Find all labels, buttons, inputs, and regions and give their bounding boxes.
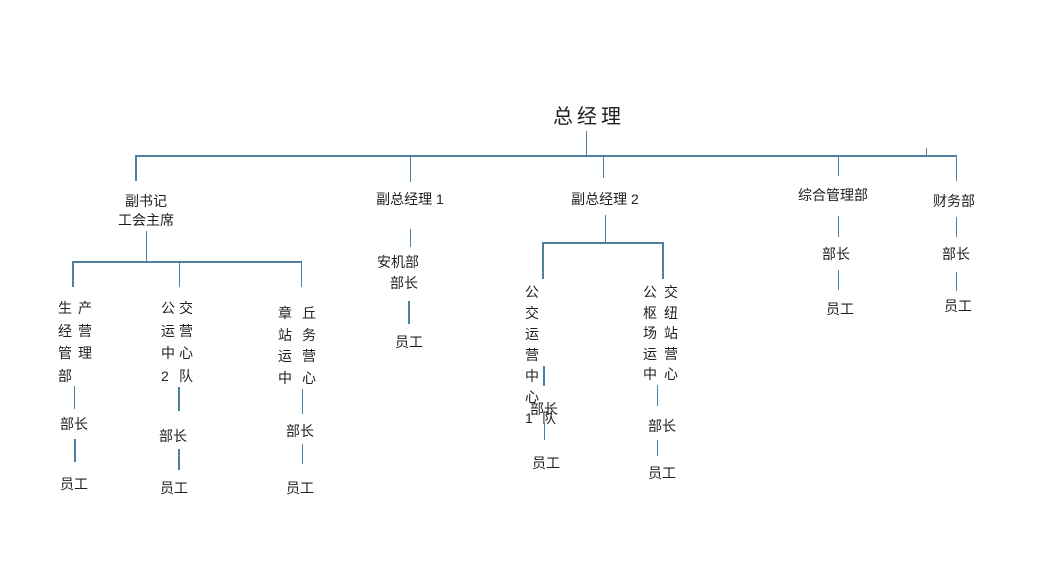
org-node-anji-head: 部长 (390, 275, 418, 291)
connector-bus2-staff (178, 449, 180, 470)
org-node-admin-staff: 员工 (826, 301, 854, 317)
connector-drop-vice-gm-2 (602, 155, 604, 178)
connector-production-staff (74, 439, 76, 462)
org-node-hub-staff: 员工 (648, 465, 676, 481)
org-node-deputy-secretary: 副书记 (125, 193, 167, 209)
connector-vice-gm2-down (604, 215, 606, 242)
dept-name-line: 场 站 (643, 325, 678, 341)
dept-name-line: 2 队 (161, 367, 193, 384)
connector-drop-bus-center-2 (178, 261, 180, 287)
connector-deputy-secretary-down (145, 231, 147, 261)
connector-hub-staff (656, 440, 658, 456)
org-node-bus1-head: 部长 (530, 401, 558, 417)
connector-deputy-secretary-horizontal (72, 261, 301, 263)
connector-drop-vice-gm-1 (409, 155, 411, 182)
connector-drop-zhangqiu (300, 261, 302, 287)
org-node-bus-center-1: 公 交 运 营 中 心 1 队 (525, 282, 556, 429)
connector-anji-staff (408, 301, 410, 324)
connector-seam-tick (926, 147, 927, 156)
connector-drop-hub-station (662, 242, 664, 279)
org-node-finance-head: 部长 (942, 246, 970, 262)
connector-finance-head (955, 217, 957, 237)
org-node-zhangqiu-staff: 员工 (286, 480, 314, 496)
connector-bus1-head (543, 366, 545, 386)
connector-bus2-head (178, 387, 180, 411)
connector-drop-deputy-secretary (135, 155, 137, 181)
connector-finance-staff (955, 272, 957, 291)
connector-root-drop (585, 131, 587, 155)
dept-name-line: 1 队 (525, 410, 556, 426)
org-node-hub-head: 部长 (648, 418, 676, 434)
org-node-vice-gm-2: 副总经理 2 (571, 191, 639, 207)
org-node-hub-station-center: 公 交 枢 纽 场 站 运 营 中 心 (643, 282, 678, 385)
dept-name-line: 公 交 (161, 300, 193, 316)
dept-name-line: 中 心 (278, 369, 316, 386)
dept-name-line: 公 交 (525, 284, 539, 321)
org-node-anji-dept: 安机部 (377, 254, 419, 270)
org-node-admin-head: 部长 (822, 246, 850, 262)
org-node-bus-center-2: 公 交 运 营 中 心 2 队 (161, 297, 193, 387)
org-node-union-chairman: 工会主席 (118, 212, 174, 228)
dept-name-line: 部 (58, 367, 72, 384)
dept-name-line: 站 务 (278, 326, 316, 343)
org-node-finance-staff: 员工 (944, 298, 972, 314)
org-node-production-dept: 生 产 经 营 管 理 部 (58, 297, 92, 387)
dept-name-line: 中 心 (161, 345, 193, 361)
dept-name-line: 中 心 (525, 368, 539, 405)
dept-name-line: 运 营 (525, 326, 539, 363)
dept-name-line: 经 营 (58, 322, 92, 339)
connector-bus1-staff (543, 423, 545, 440)
connector-vice-gm2-horizontal (542, 242, 664, 244)
dept-name-line: 生 产 (58, 300, 92, 316)
org-node-bus2-staff: 员工 (160, 480, 188, 496)
dept-name-line: 公 交 (643, 284, 678, 300)
org-node-general-manager: 总经理 (553, 106, 625, 128)
connector-zhangqiu-staff (301, 444, 303, 464)
connector-main-horizontal (135, 155, 957, 157)
org-node-production-staff: 员工 (60, 476, 88, 492)
connector-vice-gm1-down (409, 229, 411, 247)
org-node-finance-dept: 财务部 (933, 193, 975, 209)
connector-production-head (73, 386, 75, 409)
dept-name-line: 枢 纽 (643, 304, 678, 321)
dept-name-line: 中 心 (643, 366, 678, 382)
dept-name-line: 运 营 (643, 345, 678, 362)
org-node-bus2-head: 部长 (159, 428, 187, 444)
org-node-bus1-staff: 员工 (532, 455, 560, 471)
org-node-vice-gm-1: 副总经理 1 (376, 191, 444, 207)
connector-drop-finance (955, 155, 957, 181)
connector-admin-head (837, 216, 839, 237)
connector-drop-admin (837, 155, 839, 176)
org-node-zhangqiu-center: 章 丘 站 务 运 营 中 心 (278, 303, 316, 389)
org-node-production-head: 部长 (60, 416, 88, 432)
dept-name-line: 管 理 (58, 345, 92, 361)
connector-drop-production-dept (72, 261, 74, 287)
dept-name-line: 章 丘 (278, 305, 316, 321)
connector-zhangqiu-head (301, 389, 303, 414)
connector-drop-bus-center-1 (542, 242, 544, 279)
dept-name-line: 运 营 (278, 348, 316, 364)
connector-admin-staff (837, 270, 839, 290)
org-node-admin-dept: 综合管理部 (798, 187, 868, 203)
org-node-anji-staff: 员工 (395, 334, 423, 350)
dept-name-line: 运 营 (161, 322, 193, 339)
connector-hub-head (656, 385, 658, 406)
org-node-zhangqiu-head: 部长 (286, 423, 314, 439)
